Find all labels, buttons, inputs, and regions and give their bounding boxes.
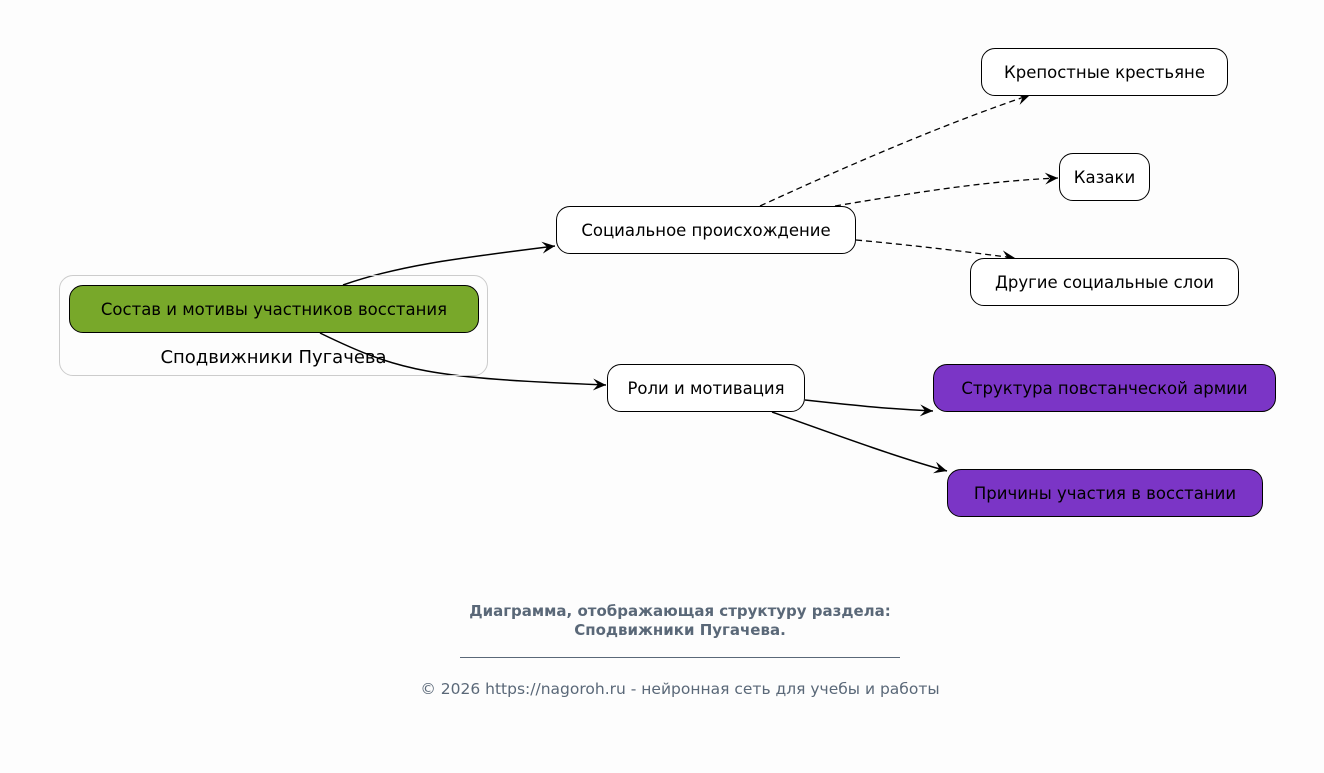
footer-copyright: © 2026 https://nagoroh.ru - нейронная се…	[420, 680, 940, 698]
cluster-label: Сподвижники Пугачева	[160, 347, 387, 368]
edge-social-serfs	[759, 93, 1031, 207]
node-serfs[interactable]: Крепостные крестьяне	[981, 48, 1228, 96]
edge-root-roles	[319, 332, 607, 391]
node-cossacks[interactable]: Казаки	[1059, 153, 1150, 201]
diagram-caption: Диаграмма, отображающая структуру раздел…	[0, 602, 1324, 640]
edge-roles-reasons	[771, 411, 948, 474]
node-other-classes[interactable]: Другие социальные слои	[970, 258, 1239, 306]
caption-line-1: Диаграмма, отображающая структуру раздел…	[469, 602, 891, 620]
divider	[460, 657, 900, 658]
edge-social-cossacks	[834, 172, 1059, 207]
node-participation-reasons[interactable]: Причины участия в восстании	[947, 469, 1263, 517]
edge-root-social	[342, 241, 556, 286]
cluster-box	[59, 275, 488, 376]
node-army-structure[interactable]: Структура повстанческой армии	[933, 364, 1276, 412]
node-social-origin[interactable]: Социальное происхождение	[556, 206, 856, 254]
caption-line-2: Сподвижники Пугачева.	[574, 621, 786, 639]
node-roles[interactable]: Роли и мотивация	[607, 364, 805, 412]
node-root[interactable]: Состав и мотивы участников восстания	[69, 285, 479, 333]
edge-roles-army	[804, 399, 934, 417]
edge-social-other	[855, 239, 1016, 263]
